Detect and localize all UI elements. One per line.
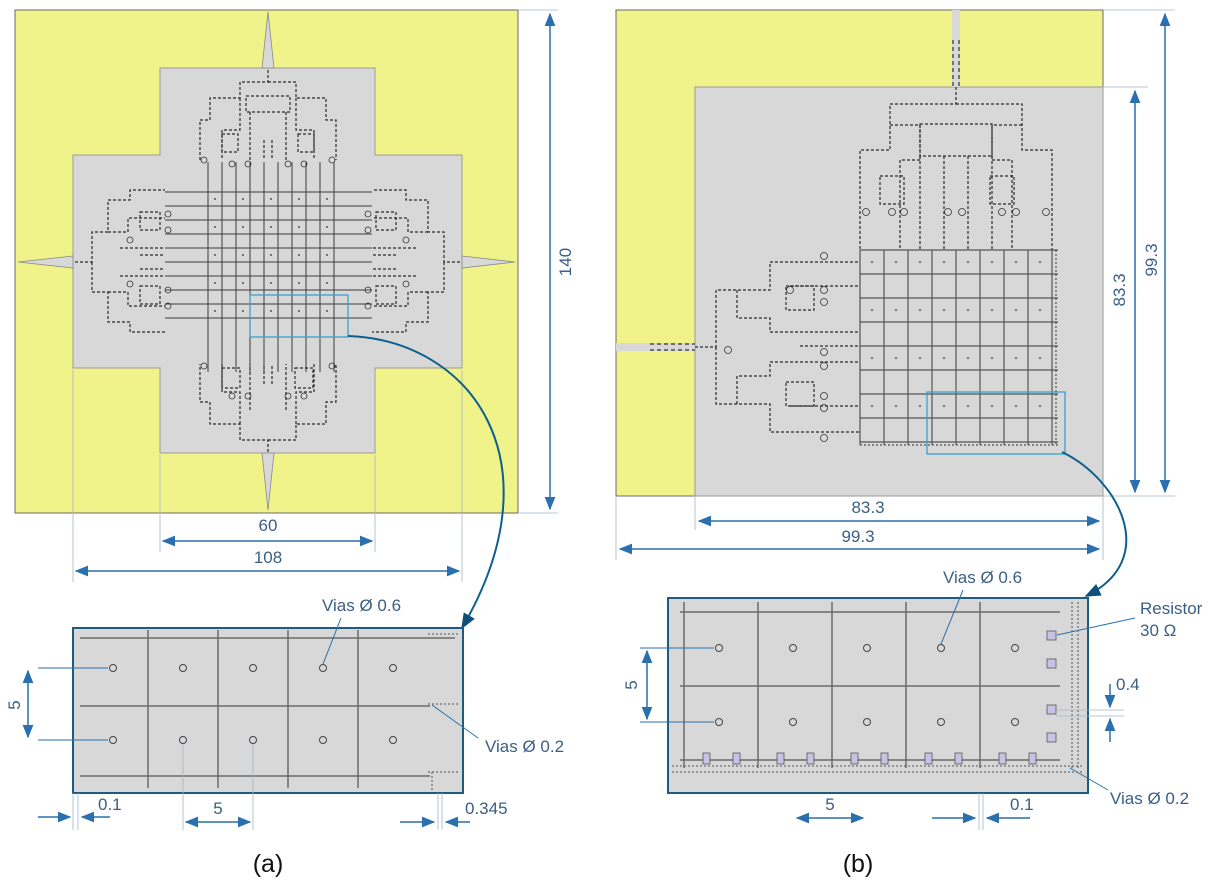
panel-a-zoom-box [249, 294, 349, 338]
panel-b-outer-width-label: 99.3 [841, 527, 874, 546]
panel-a-dimension-lines [72, 9, 558, 582]
panel-a-feed-top [261, 11, 275, 69]
panel-a-pitch-horizontal-label: 5 [213, 799, 222, 818]
panel-b-unit-cell-grid [859, 249, 1058, 445]
panel-a-detail-frame [72, 627, 464, 794]
panel-b-pitch-vertical-label: 5 [622, 680, 641, 689]
panel-b-vias-large-label: Vias Ø 0.6 [943, 568, 1022, 587]
panel-b-feed-top [952, 10, 960, 87]
panel-b-ground-plane [694, 86, 1104, 497]
panel-a-unit-cell-grid [165, 162, 372, 372]
panel-b-resistors [702, 630, 1057, 765]
panel-b-inner-width-label: 83.3 [851, 498, 884, 517]
panel-a-zoom-curve [347, 335, 505, 630]
panel-b-pitch-horizontal-label: 5 [825, 795, 834, 814]
panel-a-pitch-vertical-label: 5 [5, 700, 24, 709]
panel-a-edge-label: 0.345 [465, 799, 508, 818]
panel-a-detail-vias [109, 664, 397, 744]
panel-b-outer-height-label: 99.3 [1142, 243, 1161, 276]
panel-b-resistor-label-line1: Resistor [1140, 599, 1203, 618]
panel-b-inner-height-label: 83.3 [1110, 273, 1129, 306]
panel-b-detail-frame [667, 597, 1089, 794]
panel-b-vias-small-label: Vias Ø 0.2 [1110, 789, 1189, 808]
panel-a-feed-right [461, 255, 516, 269]
panel-a-vias [214, 198, 328, 312]
panel-a-outer-width-label: 108 [254, 548, 282, 567]
panel-b-feed-network [695, 87, 1053, 433]
panel-a-detail [22, 617, 479, 830]
panel-a-feed-bottom [261, 452, 275, 511]
panel-b-detail-vias [715, 644, 1019, 726]
panel-a-height-label: 140 [556, 248, 575, 276]
panel-a-feed-network [75, 70, 460, 452]
panel-b-gap-label: 0.1 [1010, 795, 1034, 814]
panel-a-caption: (a) [253, 850, 284, 878]
panel-b-feed-left [616, 343, 695, 351]
panel-b-zoom-box [926, 391, 1066, 455]
panel-a-feed-left [17, 255, 74, 269]
panel-a-ground-plane [72, 67, 463, 454]
panel-a-inner-width-label: 60 [259, 516, 278, 535]
panel-b-resistor-gap-label: 0.4 [1116, 675, 1140, 694]
panel-b-vias [871, 261, 1041, 407]
panel-b-resistor-label-line2: 30 Ω [1140, 621, 1176, 640]
panel-a-board [14, 9, 519, 514]
panel-b-detail [640, 589, 1136, 830]
panel-b-feed-vias [724, 208, 1050, 442]
panel-b-dimension-lines [615, 9, 1175, 560]
panel-b-caption: (b) [843, 850, 874, 878]
panel-b-board [615, 9, 1104, 497]
panel-a-vias-small-label: Vias Ø 0.2 [485, 737, 564, 756]
panel-a-feed-vias [126, 156, 410, 400]
panel-b-zoom-curve [1061, 451, 1128, 597]
panel-a-gap-label: 0.1 [98, 795, 122, 814]
panel-a-vias-large-label: Vias Ø 0.6 [322, 596, 401, 615]
